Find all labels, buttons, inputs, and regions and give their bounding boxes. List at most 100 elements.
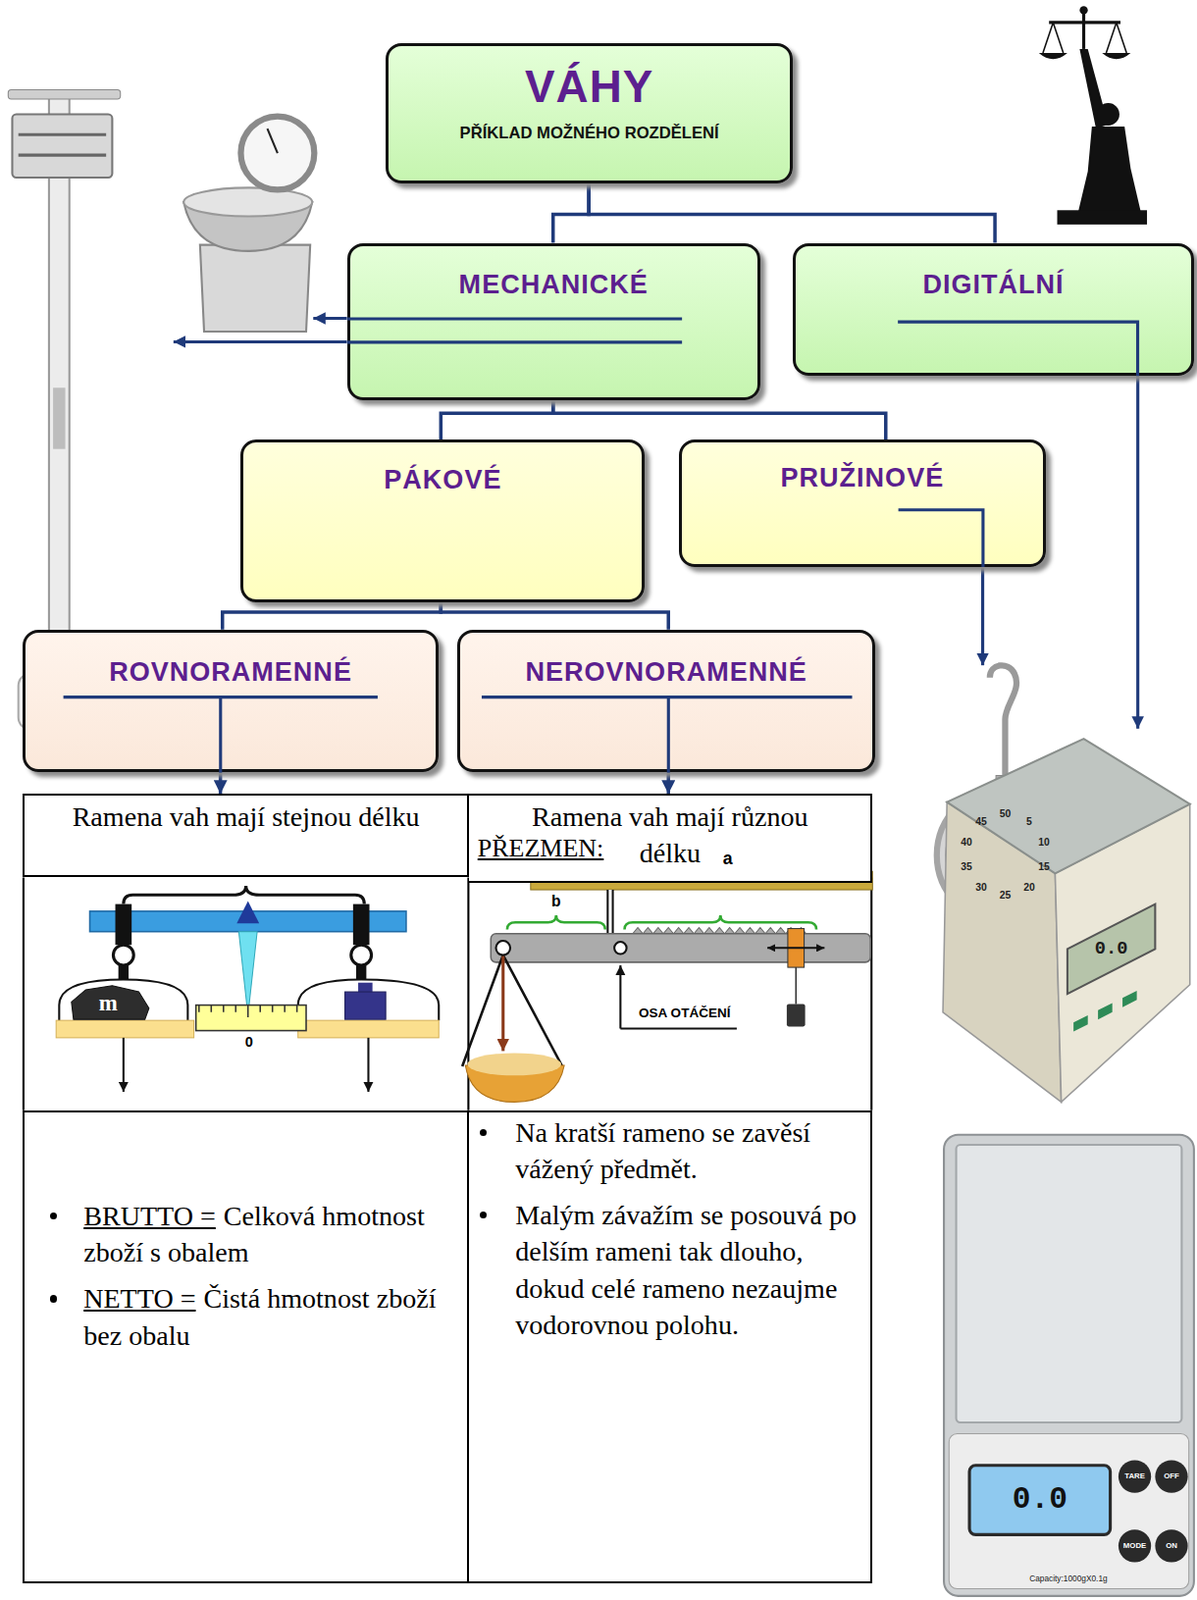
connector	[218, 772, 223, 794]
balance-pan	[298, 1020, 440, 1039]
term-label: BRUTTO =	[83, 1200, 216, 1232]
weighed-rock	[71, 986, 150, 1020]
subtype-box: NEROVNORAMENNÉ	[457, 629, 876, 774]
connector	[553, 183, 589, 243]
button-label: MODE	[1123, 1541, 1146, 1551]
pocket-scale-photo	[943, 1135, 1195, 1597]
load-hole	[495, 940, 511, 956]
pivot-hole	[614, 941, 626, 954]
type-box: PRUŽINOVÉ	[678, 439, 1046, 568]
table-cell: Na kratší rameno se zavěsí vážený předmě…	[468, 1110, 873, 1585]
figure-head	[1096, 103, 1120, 126]
scale-display	[1067, 904, 1155, 995]
front-panel	[948, 1433, 1189, 1589]
dial-needle	[266, 128, 277, 154]
bullet-text: Malým závažím se posouvá po delším ramen…	[515, 1199, 857, 1341]
pointer-arrow	[312, 316, 347, 320]
figure-pedestal	[1057, 209, 1148, 225]
bullet-dot	[50, 1295, 57, 1302]
figure-body	[1077, 126, 1141, 214]
scale-zero: 0	[245, 1034, 254, 1050]
load-arrow	[501, 956, 505, 1052]
arm-notches	[632, 928, 807, 935]
dimension-label: a	[723, 849, 733, 869]
beam-hanger	[353, 904, 370, 946]
balance-scale	[196, 1005, 307, 1032]
balance-pan	[55, 1020, 194, 1039]
pan-frame	[58, 980, 188, 1022]
calibration-weight	[345, 991, 387, 1020]
dial-number: 15	[1038, 862, 1050, 874]
hanger-ring	[112, 944, 134, 966]
pointer-arrow	[981, 567, 985, 666]
bowl-contents	[467, 1052, 562, 1076]
scale-top	[1079, 5, 1088, 14]
pointer-arrow	[173, 340, 348, 344]
equal-arm-balance	[55, 885, 439, 1093]
kitchen-scale-photo	[183, 116, 314, 332]
connector	[440, 602, 669, 630]
bullet-dot	[50, 1212, 57, 1220]
axis-label: OSA OTÁČENÍ	[638, 1006, 730, 1022]
category-label: ROVNORAMENNÉ	[33, 657, 428, 688]
top-hook	[989, 665, 1017, 788]
sliding-weight	[786, 1004, 806, 1028]
digital-scale-photo	[942, 738, 1191, 1102]
type-box: PÁKOVÉ	[240, 439, 645, 602]
bullet-item: NETTO =Čistá hmotnost zboží bez obalu	[24, 1280, 469, 1354]
axis-arrow	[619, 965, 622, 1029]
scale-base	[200, 245, 311, 332]
dimension-label: b	[551, 893, 562, 911]
leader-line	[347, 316, 682, 320]
pan-strings	[462, 955, 563, 1067]
leader-line-layer	[22, 629, 439, 774]
slide-arrow	[767, 946, 825, 949]
pointer-arrow	[1136, 375, 1140, 729]
leader-line	[218, 696, 222, 773]
arm-brace	[624, 915, 818, 931]
category-box: MECHANICKÉ	[347, 243, 761, 401]
scale-button	[1118, 1529, 1151, 1562]
mass-symbol: m	[99, 991, 118, 1017]
leader-line	[897, 321, 1138, 376]
leader-line	[667, 696, 671, 773]
display-readout: 0.0	[1012, 1483, 1068, 1517]
arm-brace	[507, 915, 606, 931]
category-box: DIGITÁLNÍ	[792, 243, 1195, 376]
dial-number: 20	[1023, 883, 1036, 894]
leader-line	[347, 340, 682, 344]
button-label: TARE	[1124, 1472, 1145, 1482]
scale-button	[1154, 1459, 1188, 1493]
force-arrow	[122, 1038, 125, 1093]
scale-hanger	[1082, 11, 1086, 49]
pan-stem	[118, 965, 129, 981]
steelyard-balance	[462, 871, 873, 1102]
connector	[588, 183, 995, 243]
leader-line	[897, 510, 983, 568]
figure-title: PŘEZMEN:	[477, 834, 605, 864]
scale-dial	[240, 116, 314, 191]
bullet-dot	[479, 1129, 487, 1137]
arm-brace	[123, 885, 365, 905]
weighing-plate	[956, 1144, 1183, 1423]
scale-button	[1154, 1529, 1188, 1562]
bullet-text: Na kratší rameno se zavěsí vážený předmě…	[515, 1117, 811, 1185]
beam-rails	[18, 134, 106, 156]
capacity-text: Capacity:1000gX0.1g	[1029, 1574, 1108, 1584]
justice-figure	[1039, 5, 1147, 225]
pan-frame	[298, 980, 440, 1022]
leader-line-layer	[347, 243, 761, 401]
category-label: DIGITÁLNÍ	[803, 269, 1183, 301]
subtype-box: ROVNORAMENNÉ	[22, 629, 439, 774]
button-label: ON	[1165, 1541, 1178, 1551]
table-rule	[23, 878, 872, 1111]
scale-body-side	[942, 802, 1062, 1103]
table-header: Ramena vah mají stejnou délku	[70, 799, 422, 835]
bowl-rim	[183, 187, 313, 216]
weight-string	[794, 967, 797, 1004]
leader-line-layer	[792, 243, 1195, 376]
dial-number: 30	[975, 883, 988, 894]
leader-line-layer	[457, 629, 876, 774]
connector	[553, 400, 886, 441]
